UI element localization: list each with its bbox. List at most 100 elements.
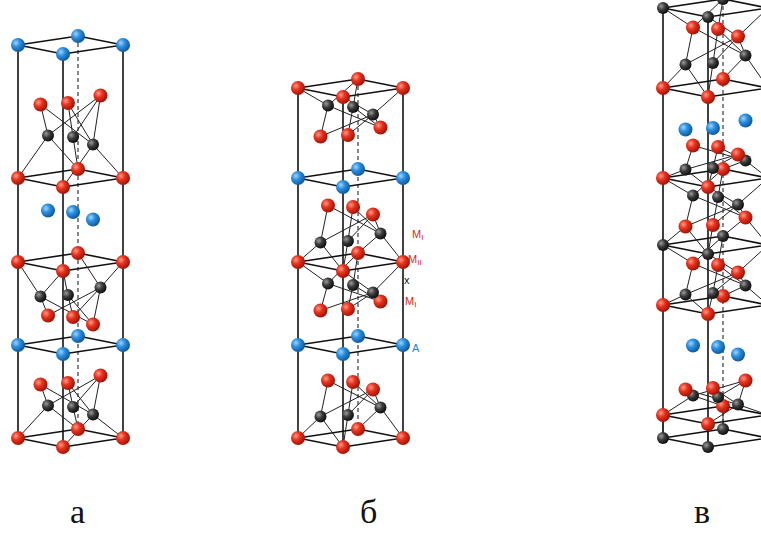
atom-sphere: [731, 30, 745, 44]
atom-sphere: [314, 304, 328, 318]
atom-sphere: [336, 264, 350, 278]
atom-sphere: [11, 255, 25, 269]
atom-sphere: [717, 230, 729, 242]
atom-sphere: [116, 171, 130, 185]
atom-sphere: [62, 289, 74, 301]
atom-sphere: [341, 302, 355, 316]
cell-plane: [298, 336, 403, 354]
atom-sphere: [341, 128, 355, 142]
octahedra-bonds: [18, 0, 761, 447]
atom-sphere: [34, 378, 48, 392]
atom-sphere: [61, 96, 75, 110]
atom-sphere: [375, 228, 387, 240]
atom-sphere: [706, 121, 720, 135]
atom-sphere: [731, 266, 745, 280]
atom-sphere: [56, 347, 70, 361]
atom-sphere: [342, 235, 354, 247]
atom-sphere: [739, 374, 753, 388]
cell-plane: [298, 169, 403, 187]
atom-sphere: [367, 109, 379, 121]
atom-sphere: [42, 400, 54, 412]
atom-sphere: [679, 383, 693, 397]
cell-edge: [723, 0, 724, 429]
atom-sphere: [657, 2, 669, 14]
atom-sphere: [680, 289, 692, 301]
atom-sphere: [351, 246, 365, 260]
atom-sphere: [336, 440, 350, 454]
atom-sphere: [375, 402, 387, 414]
atom-sphere: [34, 98, 48, 112]
atom-sphere: [71, 329, 85, 343]
atom-sphere: [711, 258, 725, 272]
atom-sphere: [291, 431, 305, 445]
atom-sphere: [336, 347, 350, 361]
atom-sphere: [291, 171, 305, 185]
atom-sphere: [702, 248, 714, 260]
atom-sphere: [347, 101, 359, 113]
atom-sphere: [116, 38, 130, 52]
cell-edges: [18, 0, 761, 447]
atom-sphere: [291, 81, 305, 95]
atom-sphere: [706, 218, 720, 232]
atom-sphere: [11, 431, 25, 445]
site-label: MI: [412, 229, 423, 242]
atom-sphere: [711, 140, 725, 154]
atom-sphere: [351, 72, 365, 86]
atom-sphere: [396, 81, 410, 95]
atoms: [11, 0, 761, 454]
cell-plane: [18, 336, 123, 354]
bond-line: [93, 96, 101, 145]
atom-sphere: [716, 72, 730, 86]
atom-sphere: [711, 340, 725, 354]
atom-sphere: [321, 374, 335, 388]
atom-sphere: [315, 237, 327, 249]
panel-letter: а: [70, 495, 85, 529]
atom-sphere: [686, 339, 700, 353]
atom-sphere: [656, 81, 670, 95]
atom-sphere: [95, 282, 107, 294]
atom-sphere: [87, 409, 99, 421]
atom-sphere: [291, 255, 305, 269]
atom-sphere: [731, 348, 745, 362]
atom-sphere: [11, 38, 25, 52]
atom-sphere: [739, 211, 753, 225]
atom-sphere: [94, 89, 108, 103]
atom-sphere: [396, 338, 410, 352]
atom-sphere: [71, 246, 85, 260]
atom-sphere: [291, 338, 305, 352]
atom-sphere: [707, 57, 719, 69]
atom-sphere: [71, 29, 85, 43]
site-label: x: [404, 275, 410, 286]
atom-sphere: [706, 381, 720, 395]
atom-sphere: [86, 318, 100, 332]
atom-sphere: [702, 441, 714, 453]
atom-sphere: [707, 287, 719, 299]
atom-sphere: [739, 114, 753, 128]
atom-sphere: [66, 205, 80, 219]
atom-sphere: [732, 199, 744, 211]
atom-sphere: [396, 255, 410, 269]
bond-line: [18, 136, 48, 179]
atom-sphere: [56, 47, 70, 61]
atom-sphere: [686, 257, 700, 271]
cell-plane: [18, 36, 123, 54]
cell-edge: [662, 8, 664, 438]
atom-sphere: [351, 422, 365, 436]
cell-plane: [298, 429, 403, 447]
atom-sphere: [740, 280, 752, 292]
atom-sphere: [657, 432, 669, 444]
atom-sphere: [56, 440, 70, 454]
atom-sphere: [41, 204, 55, 218]
atom-sphere: [687, 190, 699, 202]
atom-sphere: [322, 278, 334, 290]
atom-sphere: [61, 376, 75, 390]
bond-line: [68, 103, 93, 144]
atom-sphere: [351, 329, 365, 343]
panel-letter: б: [360, 495, 377, 529]
cell-edge: [122, 45, 124, 438]
atom-sphere: [680, 59, 692, 71]
atom-sphere: [701, 417, 715, 431]
atom-sphere: [346, 200, 360, 214]
